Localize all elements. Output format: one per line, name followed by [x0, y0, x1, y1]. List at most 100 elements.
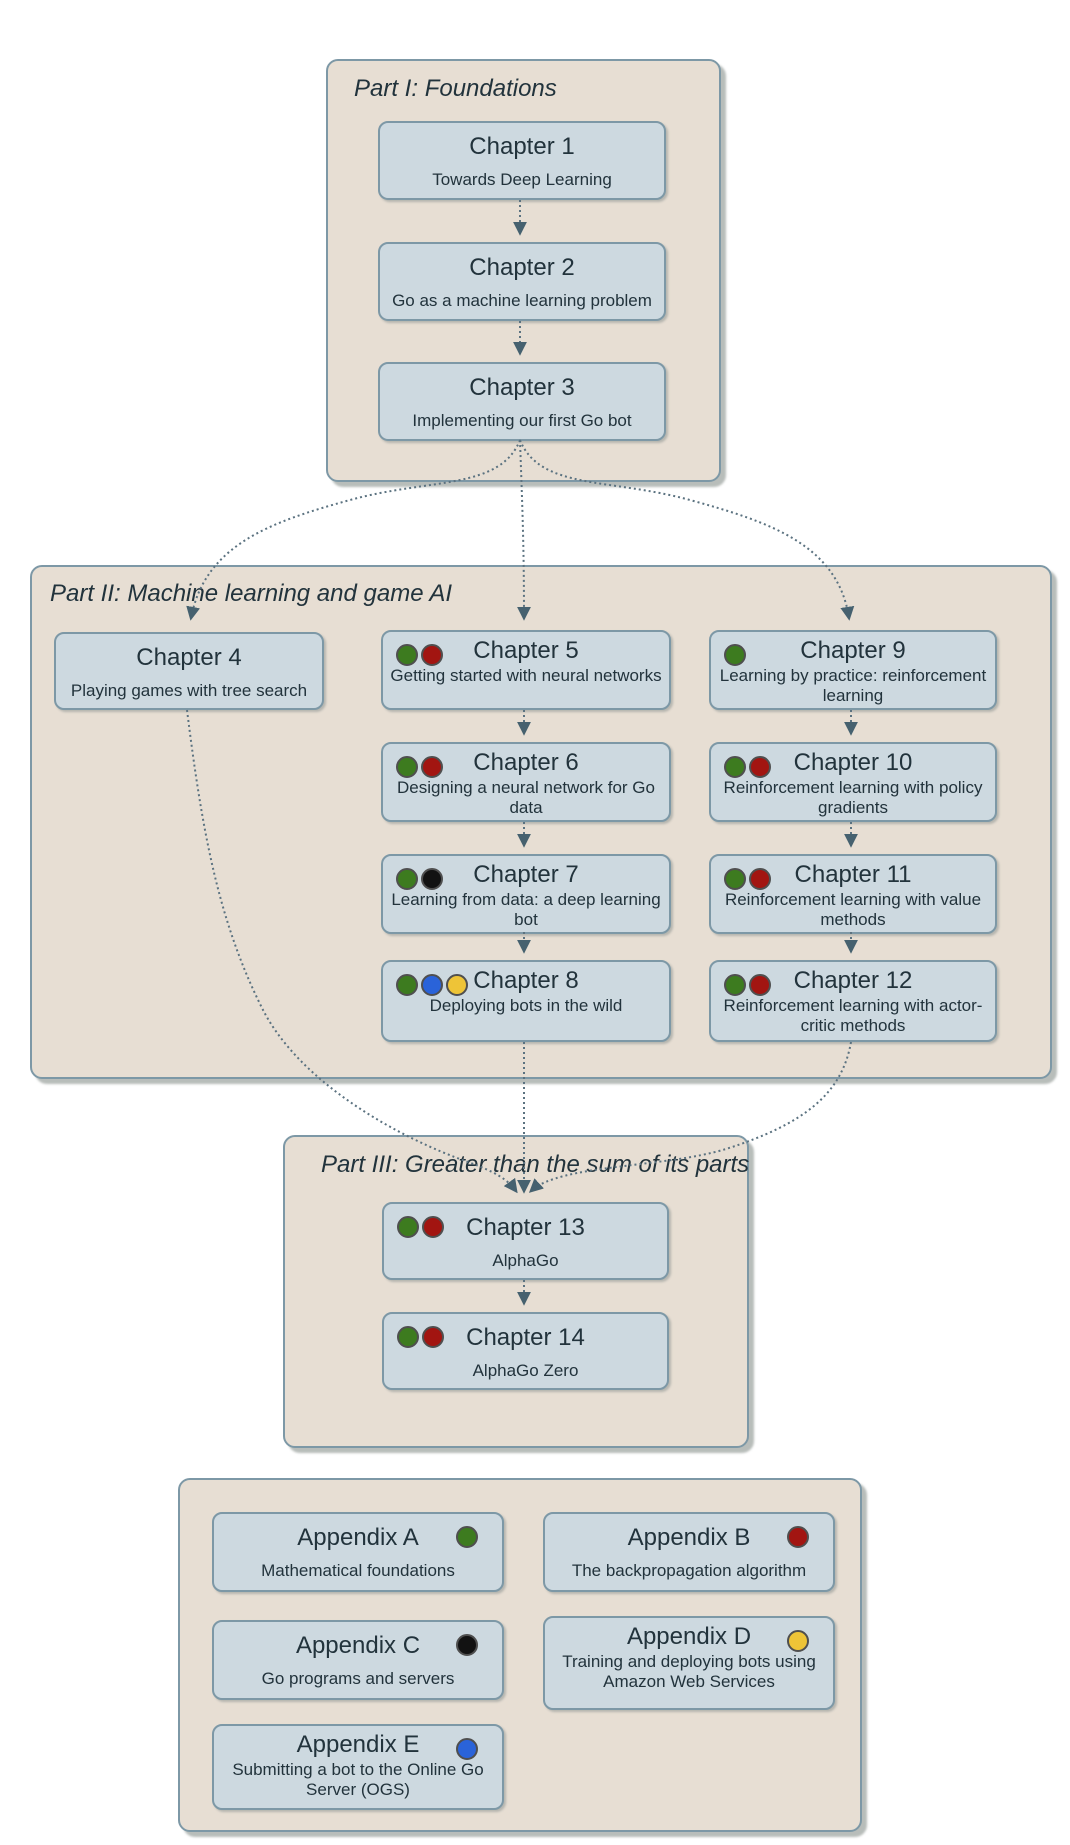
red-dot [422, 1216, 444, 1238]
chapter-5-dots [396, 644, 443, 666]
chapter-12-subtitle: Reinforcement learning with actor-critic… [723, 995, 983, 1036]
chapter-6-box: Chapter 6 Designing a neural network for… [381, 742, 671, 822]
chapter-5-title: Chapter 5 [473, 637, 579, 664]
appendix-d-title: Appendix D [626, 1623, 752, 1650]
chapter-10-title: Chapter 10 [793, 749, 913, 776]
chapter-1-title: Chapter 1 [469, 133, 575, 160]
part-1-container: Part I: Foundations Chapter 1 Towards De… [326, 59, 721, 482]
appendix-a-subtitle: Mathematical foundations [261, 1560, 455, 1580]
chapter-9-box: Chapter 9 Learning by practice: reinforc… [709, 630, 997, 710]
green-dot [724, 868, 746, 890]
chapter-12-title: Chapter 12 [793, 967, 913, 994]
chapter-14-box: Chapter 14 AlphaGo Zero [382, 1312, 669, 1390]
green-dot [397, 1216, 419, 1238]
red-dot [787, 1526, 809, 1548]
appendix-d-dot [787, 1630, 809, 1652]
chapter-14-dots [397, 1326, 444, 1348]
chapter-8-dots [396, 974, 468, 996]
chapter-13-title: Chapter 13 [466, 1214, 585, 1241]
red-dot [749, 756, 771, 778]
chapter-11-title: Chapter 11 [794, 861, 912, 888]
green-dot [724, 974, 746, 996]
appendix-e-dot [456, 1738, 478, 1760]
appendix-b-subtitle: The backpropagation algorithm [571, 1560, 807, 1580]
chapter-2-box: Chapter 2 Go as a machine learning probl… [378, 242, 666, 321]
chapter-2-title: Chapter 2 [469, 254, 575, 281]
yellow-dot [446, 974, 468, 996]
appendix-b-title: Appendix B [627, 1524, 751, 1551]
red-dot [749, 868, 771, 890]
part-2-title: Part II: Machine learning and game AI [50, 580, 452, 607]
part-2-container: Part II: Machine learning and game AI Ch… [30, 565, 1052, 1079]
appendices-container: Appendix A Mathematical foundations Appe… [178, 1478, 862, 1832]
chapter-4-title: Chapter 4 [136, 644, 242, 671]
part-3-container: Part III: Greater than the sum of its pa… [283, 1135, 749, 1448]
chapter-1-box: Chapter 1 Towards Deep Learning [378, 121, 666, 200]
chapter-9-dots [724, 644, 746, 666]
chapter-5-box: Chapter 5 Getting started with neural ne… [381, 630, 671, 710]
chapter-8-box: Chapter 8 Deploying bots in the wild [381, 960, 671, 1042]
chapter-12-box: Chapter 12 Reinforcement learning with a… [709, 960, 997, 1042]
yellow-dot [787, 1630, 809, 1652]
appendix-c-box: Appendix C Go programs and servers [212, 1620, 504, 1700]
chapter-9-title: Chapter 9 [800, 637, 906, 664]
chapter-14-title: Chapter 14 [466, 1324, 585, 1351]
chapter-11-box: Chapter 11 Reinforcement learning with v… [709, 854, 997, 934]
chapter-12-dots [724, 974, 771, 996]
part-1-title: Part I: Foundations [354, 75, 557, 102]
green-dot [396, 756, 418, 778]
green-dot [396, 868, 418, 890]
chapter-1-subtitle: Towards Deep Learning [432, 169, 612, 189]
chapter-3-subtitle: Implementing our first Go bot [412, 410, 632, 430]
blue-dot [456, 1738, 478, 1760]
red-dot [421, 756, 443, 778]
appendix-b-box: Appendix B The backpropagation algorithm [543, 1512, 835, 1592]
chapter-3-box: Chapter 3 Implementing our first Go bot [378, 362, 666, 441]
part-3-title: Part III: Greater than the sum of its pa… [321, 1151, 750, 1178]
chapter-6-title: Chapter 6 [473, 749, 579, 776]
green-dot [396, 974, 418, 996]
chapter-10-dots [724, 756, 771, 778]
chapter-10-subtitle: Reinforcement learning with policy gradi… [723, 777, 983, 818]
black-dot [456, 1634, 478, 1656]
red-dot [422, 1326, 444, 1348]
chapter-5-subtitle: Getting started with neural networks [390, 665, 662, 685]
chapter-4-subtitle: Playing games with tree search [70, 680, 308, 700]
chapter-13-dots [397, 1216, 444, 1238]
chapter-10-box: Chapter 10 Reinforcement learning with p… [709, 742, 997, 822]
appendix-a-box: Appendix A Mathematical foundations [212, 1512, 504, 1592]
chapter-7-box: Chapter 7 Learning from data: a deep lea… [381, 854, 671, 934]
green-dot [396, 644, 418, 666]
green-dot [397, 1326, 419, 1348]
red-dot [749, 974, 771, 996]
green-dot [724, 756, 746, 778]
green-dot [456, 1526, 478, 1548]
appendix-a-dot [456, 1526, 478, 1548]
chapter-11-subtitle: Reinforcement learning with value method… [724, 889, 982, 930]
chapter-6-subtitle: Designing a neural network for Go data [397, 777, 655, 818]
chapter-9-subtitle: Learning by practice: reinforcement lear… [719, 665, 987, 706]
chapter-8-title: Chapter 8 [473, 967, 579, 994]
appendix-c-dot [456, 1634, 478, 1656]
chapter-14-subtitle: AlphaGo Zero [472, 1360, 579, 1380]
appendix-b-dot [787, 1526, 809, 1548]
chapter-8-subtitle: Deploying bots in the wild [429, 995, 623, 1015]
appendix-d-subtitle: Training and deploying bots using Amazon… [562, 1651, 816, 1692]
chapter-11-dots [724, 868, 771, 890]
chapter-6-dots [396, 756, 443, 778]
appendix-c-subtitle: Go programs and servers [261, 1668, 455, 1688]
chapter-7-subtitle: Learning from data: a deep learning bot [391, 889, 661, 930]
chapter-4-box: Chapter 4 Playing games with tree search [54, 632, 324, 710]
appendix-e-box: Appendix E Submitting a bot to the Onlin… [212, 1724, 504, 1810]
appendix-c-title: Appendix C [295, 1632, 421, 1659]
red-dot [421, 644, 443, 666]
chapter-7-dots [396, 868, 443, 890]
black-dot [421, 868, 443, 890]
green-dot [724, 644, 746, 666]
blue-dot [421, 974, 443, 996]
appendix-a-title: Appendix A [297, 1524, 419, 1551]
appendix-e-subtitle: Submitting a bot to the Online Go Server… [232, 1759, 484, 1800]
chapter-2-subtitle: Go as a machine learning problem [392, 290, 652, 310]
appendix-e-title: Appendix E [296, 1731, 420, 1758]
